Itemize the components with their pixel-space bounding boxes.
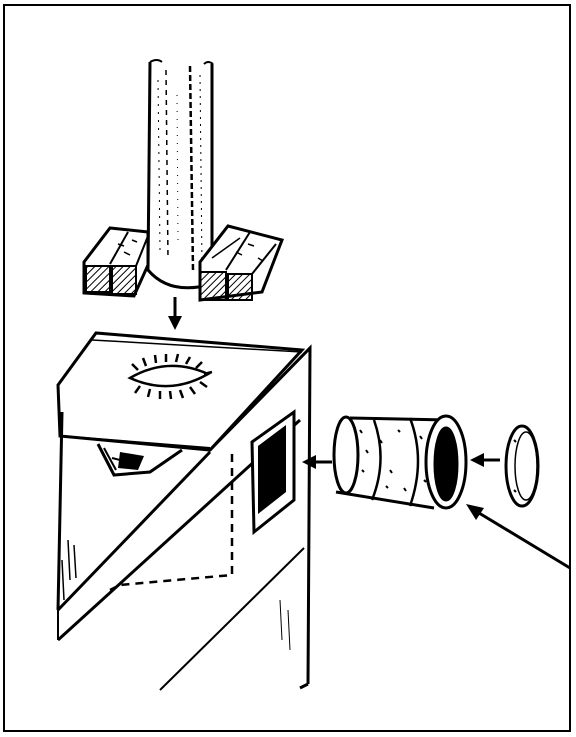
- insert-arrow-right: [470, 453, 500, 467]
- insert-arrow-left: [302, 455, 332, 469]
- downward-arrow: [168, 297, 182, 330]
- vertical-pipe: [148, 60, 213, 288]
- drum-cap: [506, 426, 538, 506]
- drum: [334, 416, 466, 508]
- pointer-arrow: [466, 504, 570, 568]
